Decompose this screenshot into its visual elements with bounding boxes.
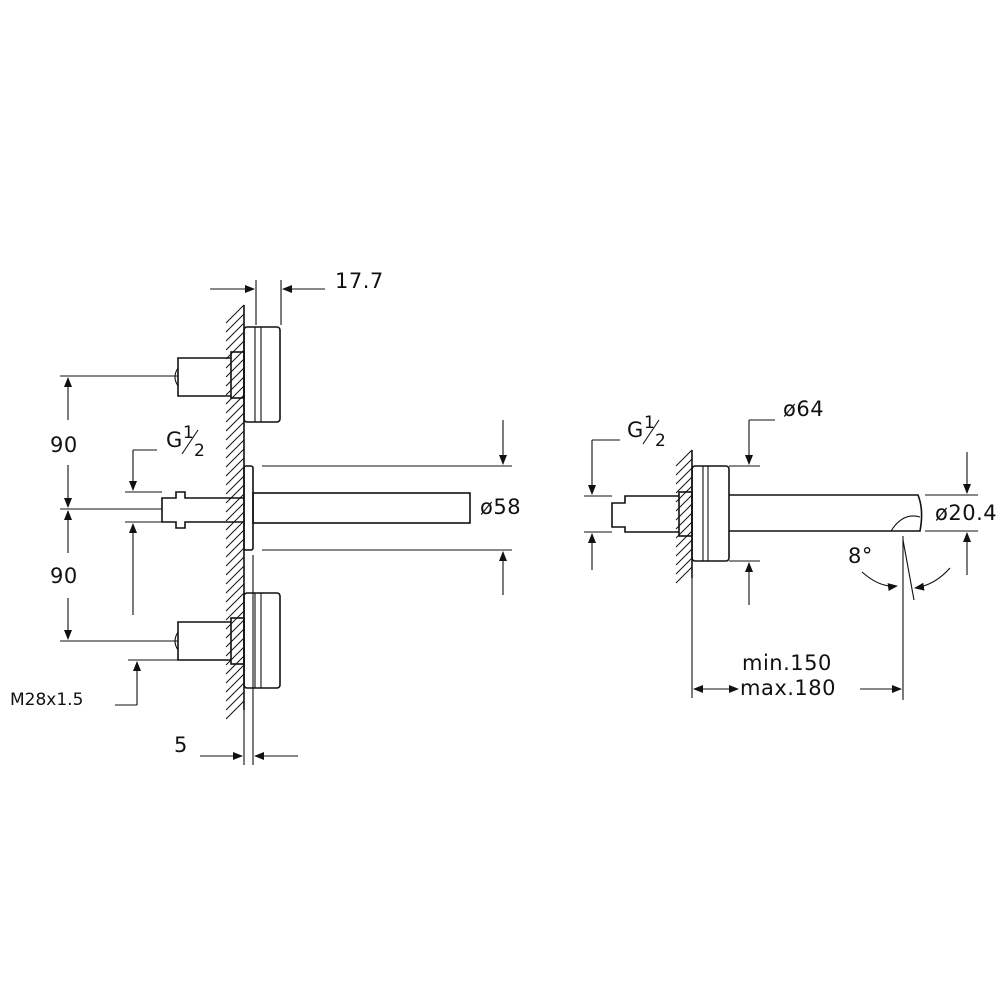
spout-side [611, 465, 923, 562]
hatch-line [225, 430, 245, 450]
hatch-line [225, 556, 245, 576]
hatch-line [225, 664, 245, 684]
hatch-line [225, 448, 245, 468]
hatch-line [225, 691, 245, 711]
thread-label-num-side: 1 [644, 413, 655, 433]
hatch-line [675, 566, 693, 584]
dim-label-diameter-58: ø58 [480, 495, 521, 519]
hatch-line [225, 511, 245, 531]
hatch-line [675, 530, 693, 548]
hatch-line [225, 574, 245, 594]
hatch-line [675, 539, 693, 557]
thread-label-m28: M28x1.5 [10, 690, 83, 710]
hatch-line [225, 457, 245, 477]
dim-diameter-20-4: ø20.4 [925, 452, 997, 575]
thread-inlet-front: G 1 2 [125, 423, 205, 615]
hatch-line [225, 529, 245, 549]
hatch-line [225, 493, 245, 513]
hatch-line [225, 628, 245, 648]
dim-label-90-upper: 90 [50, 433, 78, 457]
dim-label-diameter-64: ø64 [783, 397, 824, 421]
hatch-line [675, 557, 693, 575]
hatch-line [225, 637, 245, 657]
hatch-line [225, 565, 245, 585]
hatch-line [225, 655, 245, 675]
hatch-line [225, 520, 245, 540]
dim-label-5: 5 [174, 733, 188, 757]
hatch-line [225, 340, 245, 360]
dim-label-diameter-20-4: ø20.4 [935, 501, 997, 525]
dim-label-90-lower: 90 [50, 564, 78, 588]
thread-label-g-front: G [166, 428, 183, 452]
spout-front [161, 465, 471, 551]
dim-label-17-7: 17.7 [335, 269, 384, 293]
hatch-line [225, 403, 245, 423]
hatch-line [225, 610, 245, 630]
hatch-line [225, 583, 245, 603]
hatch-line [225, 331, 245, 351]
hatch-line [225, 646, 245, 666]
thread-label-g-side: G [627, 418, 644, 442]
lower-handle [174, 592, 281, 689]
hatch-line [225, 322, 245, 342]
hatch-line [225, 502, 245, 522]
dim-label-length-max: max.180 [740, 676, 836, 700]
hatch-line [225, 358, 245, 378]
thread-handle: M28x1.5 [10, 659, 178, 710]
hatch-line [225, 619, 245, 639]
hatch-line [225, 484, 245, 504]
hatch-line [225, 673, 245, 693]
hatch-line [225, 412, 245, 432]
dim-label-angle-8: 8° [848, 544, 873, 568]
hatch-line [225, 538, 245, 558]
hatch-line [225, 439, 245, 459]
hatch-line [225, 349, 245, 369]
dim-17-7: 17.7 [210, 269, 384, 325]
hatch-line [225, 682, 245, 702]
thread-label-den-side: 2 [655, 431, 666, 451]
hatch-line [675, 476, 693, 494]
dim-diameter-58: ø58 [262, 420, 521, 595]
hatch-line [675, 467, 693, 485]
hatch-line [225, 466, 245, 486]
wall-hatching-front [225, 304, 245, 720]
hatch-line [225, 385, 245, 405]
hatch-line [225, 367, 245, 387]
side-view: G 1 2 ø64 ø20.4 8° [584, 397, 997, 700]
hatch-line [225, 601, 245, 621]
hatch-line [225, 376, 245, 396]
dim-5: 5 [174, 555, 298, 765]
front-view: 17.7 90 90 G 1 2 [10, 269, 521, 765]
hatch-line [225, 700, 245, 720]
thread-label-num-front: 1 [183, 423, 194, 443]
hatch-line [225, 547, 245, 567]
hatch-line [225, 421, 245, 441]
hatch-line [225, 592, 245, 612]
hatch-line [675, 548, 693, 566]
dim-90-spacing: 90 90 [50, 375, 178, 642]
hatch-line [225, 313, 245, 333]
dim-length: min.150 max.180 [691, 578, 902, 700]
dim-angle-8: 8° [848, 536, 951, 700]
dim-diameter-64: ø64 [729, 397, 824, 605]
upper-handle [174, 326, 281, 423]
hatch-line [225, 304, 245, 324]
hatch-line [675, 458, 693, 476]
thread-inlet-side: G 1 2 [584, 413, 666, 570]
hatch-line [675, 449, 693, 467]
hatch-line [225, 475, 245, 495]
thread-label-den-front: 2 [194, 441, 205, 461]
dim-label-length-min: min.150 [742, 651, 832, 675]
